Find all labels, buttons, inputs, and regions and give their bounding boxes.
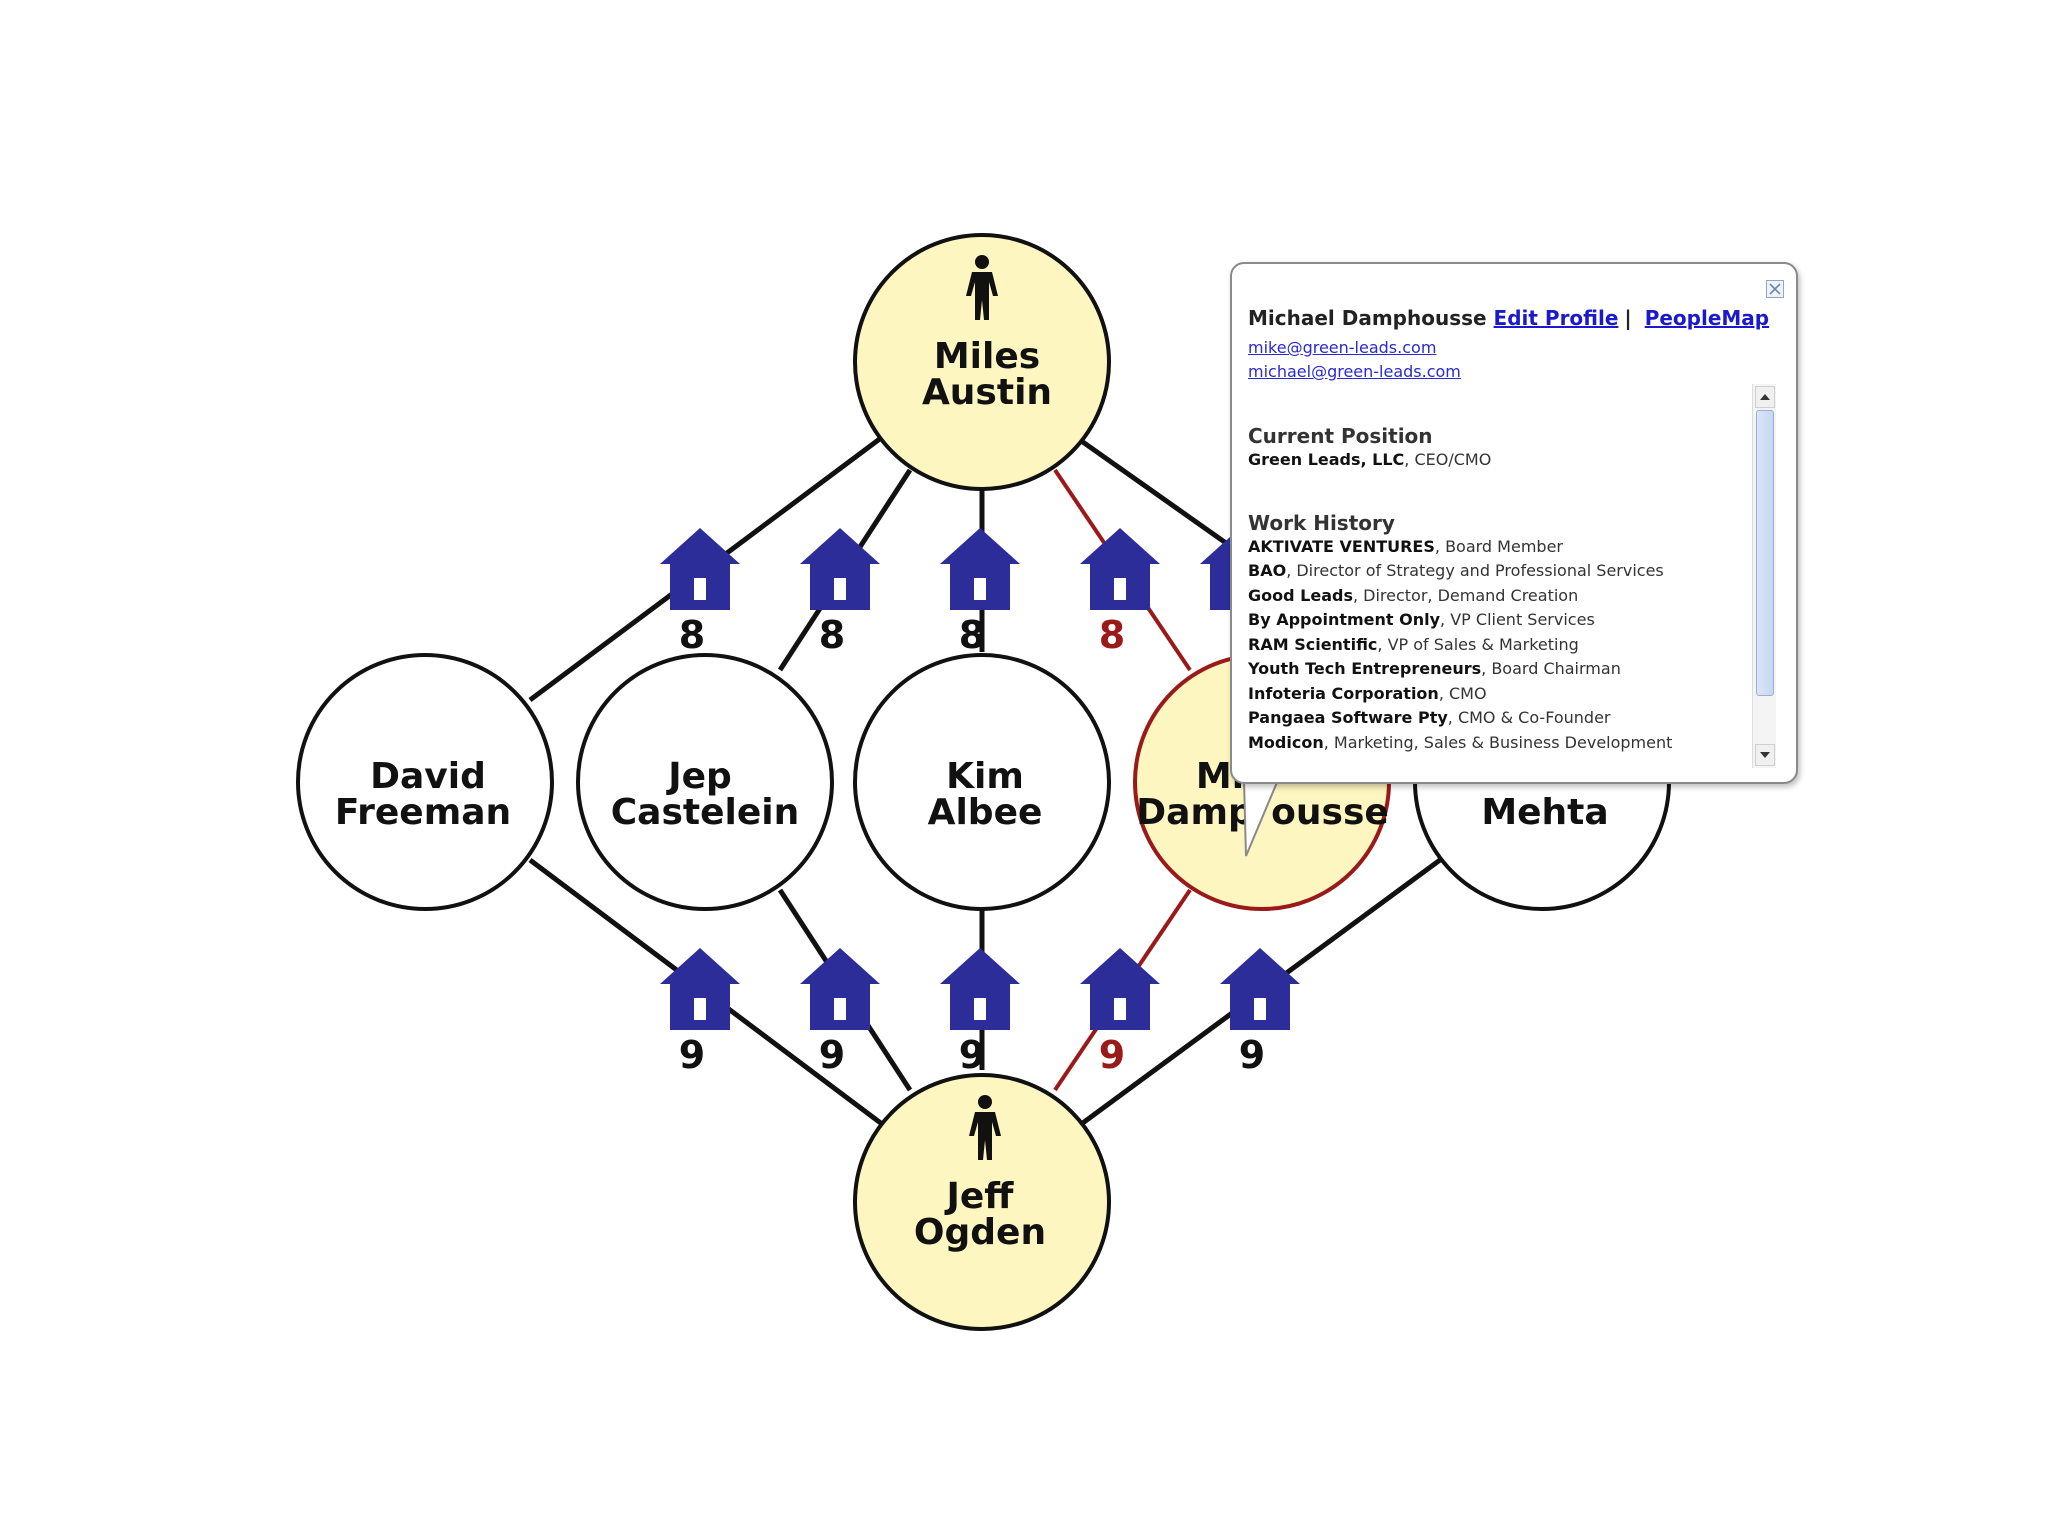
profile-details-scroll-area[interactable]: Current Position Green Leads, LLC, CEO/C… bbox=[1248, 384, 1776, 768]
node-jep-castelein[interactable]: Jep Castelein bbox=[576, 653, 834, 911]
header-separator: | bbox=[1624, 306, 1632, 330]
svg-text:Ogden: Ogden bbox=[914, 1212, 1046, 1253]
edit-profile-link[interactable]: Edit Profile bbox=[1493, 306, 1619, 330]
peoplemap-link[interactable]: PeopleMap bbox=[1644, 306, 1770, 330]
svg-text:Mehta: Mehta bbox=[1481, 792, 1608, 833]
work-history-entry: By Appointment Only, VP Client Services bbox=[1248, 610, 1595, 629]
work-history-entry: RAM Scientific, VP of Sales & Marketing bbox=[1248, 634, 1579, 654]
house-icon bbox=[800, 948, 880, 1030]
email-link[interactable]: michael@green-leads.com bbox=[1248, 362, 1461, 381]
scrollbar-thumb[interactable] bbox=[1756, 410, 1774, 696]
house-icon bbox=[660, 948, 740, 1030]
work-history-entry: Infoteria Corporation, CMO bbox=[1248, 683, 1487, 703]
work-history-entry: Youth Tech Entrepreneurs, Board Chairman bbox=[1248, 659, 1621, 678]
work-history-entry: BAO, Director of Strategy and Profession… bbox=[1248, 561, 1664, 580]
degree-label-highlighted: 9 bbox=[1099, 1033, 1125, 1077]
degree-label: 8 bbox=[679, 613, 705, 657]
profile-details: Current Position Green Leads, LLC, CEO/C… bbox=[1248, 384, 1752, 755]
house-icon bbox=[940, 948, 1020, 1030]
svg-text:Freeman: Freeman bbox=[335, 792, 511, 833]
house-icon bbox=[940, 528, 1020, 610]
current-position-entry: Green Leads, LLC, CEO/CMO bbox=[1248, 450, 1492, 469]
degree-label: 9 bbox=[959, 1033, 985, 1077]
scroll-down-button[interactable] bbox=[1755, 744, 1775, 766]
house-icon bbox=[800, 528, 880, 610]
svg-text:ousse: ousse bbox=[1271, 792, 1389, 833]
email-link[interactable]: mike@green-leads.com bbox=[1248, 338, 1437, 357]
house-icons-lower bbox=[660, 948, 1300, 1030]
current-position-title: Current Position bbox=[1248, 424, 1433, 448]
svg-text:Damp: Damp bbox=[1136, 792, 1253, 833]
close-button[interactable] bbox=[1766, 280, 1784, 298]
degree-label-highlighted: 8 bbox=[1099, 613, 1125, 657]
scroll-up-button[interactable] bbox=[1755, 386, 1775, 408]
email-list: mike@green-leads.com michael@green-leads… bbox=[1248, 336, 1461, 384]
svg-text:David: David bbox=[370, 756, 486, 797]
work-history-entry: Modicon, Marketing, Sales & Business Dev… bbox=[1248, 732, 1673, 752]
node-kim-albee[interactable]: Kim Albee bbox=[853, 653, 1111, 911]
node-miles-austin[interactable]: Miles Austin bbox=[853, 233, 1111, 491]
node-jeff-ogden[interactable]: Jeff Ogden bbox=[853, 1073, 1111, 1331]
arrow-up-icon bbox=[1760, 394, 1770, 400]
edge-miles-mehta bbox=[1078, 437, 1252, 563]
degree-label: 8 bbox=[959, 613, 985, 657]
work-history-title: Work History bbox=[1248, 510, 1395, 535]
degree-label: 9 bbox=[819, 1033, 845, 1077]
degree-label: 9 bbox=[679, 1033, 705, 1077]
work-history-entry: Good Leads, Director, Demand Creation bbox=[1248, 585, 1579, 605]
svg-text:Jep: Jep bbox=[665, 756, 732, 797]
degree-labels-lower: 9 9 9 9 9 bbox=[679, 1033, 1265, 1077]
house-icon bbox=[1080, 948, 1160, 1030]
svg-text:Jeff: Jeff bbox=[944, 1176, 1015, 1217]
work-history-entry: AKTIVATE VENTURES, Board Member bbox=[1248, 536, 1563, 556]
svg-text:Castelein: Castelein bbox=[611, 792, 800, 833]
degree-labels-upper: 8 8 8 8 bbox=[679, 613, 1125, 657]
profile-popup: Michael Damphousse Edit Profile| PeopleM… bbox=[1230, 262, 1798, 784]
svg-text:Austin: Austin bbox=[922, 372, 1052, 413]
house-icon bbox=[660, 528, 740, 610]
node-david-freeman[interactable]: David Freeman bbox=[296, 653, 554, 911]
house-icons-upper bbox=[660, 528, 1280, 610]
profile-name: Michael Damphousse bbox=[1248, 306, 1487, 330]
house-icon bbox=[1080, 528, 1160, 610]
work-history-entry: Pangaea Software Pty, CMO & Co-Founder bbox=[1248, 708, 1611, 727]
svg-text:Albee: Albee bbox=[928, 792, 1043, 833]
house-icon bbox=[1220, 948, 1300, 1030]
popup-header: Michael Damphousse Edit Profile| PeopleM… bbox=[1248, 306, 1776, 330]
arrow-down-icon bbox=[1760, 752, 1770, 758]
svg-text:Kim: Kim bbox=[946, 756, 1024, 797]
degree-label: 9 bbox=[1239, 1033, 1265, 1077]
close-icon bbox=[1769, 283, 1781, 295]
degree-label: 8 bbox=[819, 613, 845, 657]
svg-text:Miles: Miles bbox=[934, 336, 1040, 377]
popup-tail bbox=[1242, 780, 1280, 857]
scrollbar[interactable] bbox=[1752, 384, 1776, 768]
